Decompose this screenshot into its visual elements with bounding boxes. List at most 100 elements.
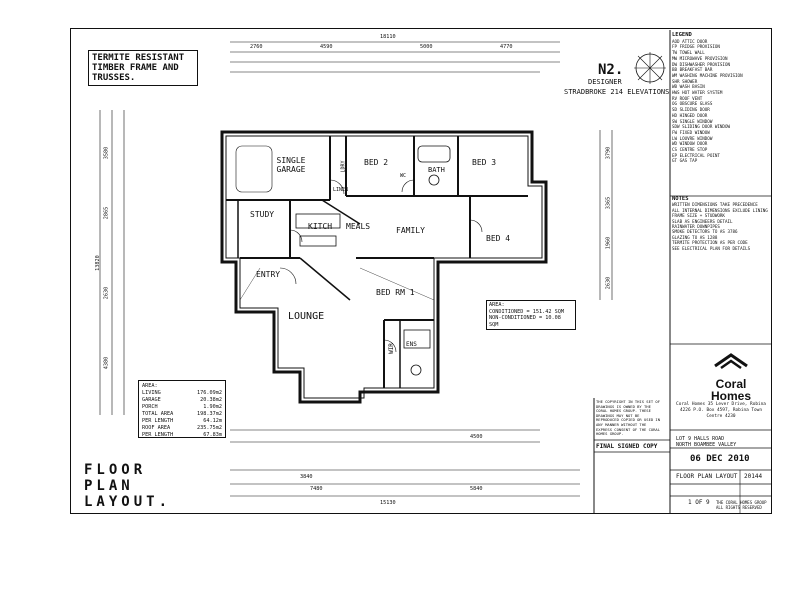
room-meals: MEALS — [346, 222, 371, 231]
area-label: TOTAL AREA — [142, 411, 174, 417]
legend-heading: LEGEND — [672, 32, 692, 38]
area-label: PORCH — [142, 404, 158, 410]
lot-line: LOT 9 HALLS ROAD — [676, 436, 725, 442]
legend-item: RV ROOF VENT — [672, 95, 703, 101]
room-entry: ENTRY — [256, 270, 281, 279]
area-value: 64.12m — [203, 418, 222, 424]
termite-note: TERMITE RESISTANT TIMBER FRAME AND TRUSS… — [88, 50, 198, 86]
legend-item: MW MICROWAVE PROVISION — [672, 55, 728, 61]
room-bath: BATH — [428, 166, 445, 174]
lot-address: LOT 9 HALLS ROAD NORTH BOAMBEE VALLEY — [676, 436, 736, 448]
legend-item: TW TOWEL WALL — [672, 50, 705, 56]
company-address: Coral Homes 35 Lever Drive, Robina 4226 … — [676, 402, 766, 419]
legend-item: SHR SHOWER — [672, 78, 698, 84]
drawing-date: 06 DEC 2010 — [690, 454, 750, 464]
company-name-1: Coral — [715, 377, 747, 391]
conditioned-line: CONDITIONED = 151.42 SQM — [489, 308, 564, 315]
dim-bottom-1: 4500 — [470, 434, 483, 440]
dim-top-4: 4770 — [500, 44, 513, 50]
company-logo: Coral Homes — [700, 352, 762, 402]
dim-bottom-overall: 15130 — [380, 500, 396, 506]
room-kitchen: KITCH — [308, 222, 333, 231]
area-label: ROOF AREA — [142, 425, 171, 431]
plan-code: N2. — [598, 62, 624, 78]
area-row: LIVING 176.09m2 — [142, 390, 222, 397]
notes-panel: NOTES WRITTEN DIMENSIONS TAKE PRECEDENCE… — [672, 196, 768, 251]
dim-right-1: 3790 — [605, 146, 612, 160]
room-study: STUDY — [250, 210, 275, 219]
dim-left-3: 2630 — [103, 286, 110, 300]
legend-item: SDW SLIDING DOOR WINDOW — [672, 124, 730, 130]
area-label: LIVING — [142, 390, 161, 396]
room-bed3: BED 3 — [472, 158, 497, 167]
non-conditioned-line: NON-CONDITIONED = 10.08 SQM — [489, 315, 561, 328]
area-label: PER LENGTH — [142, 432, 174, 438]
dim-right-3: 1960 — [605, 236, 612, 250]
legend-item: WM WASHING MACHINE PROVISION — [672, 72, 743, 78]
legend-item: WD WINDOW DOOR — [672, 141, 708, 147]
room-wir: WIR — [387, 343, 395, 354]
area-label: GARAGE — [142, 397, 161, 403]
house-logo-icon — [714, 353, 748, 370]
room-ldry: LDRY — [340, 160, 347, 173]
legend-item: SW SINGLE WINDOW — [672, 118, 713, 124]
area-value: 198.37m2 — [197, 411, 222, 417]
room-ens: ENS — [406, 341, 417, 348]
dim-top-1: 2760 — [250, 44, 263, 50]
room-bed2: BED 2 — [364, 158, 389, 167]
elevation-label: STRADBROKE 214 ELEVATIONS — [564, 88, 670, 96]
room-wc: WC — [400, 173, 407, 179]
dim-bottom-4: 7480 — [310, 486, 323, 492]
layout-label: FLOOR PLAN LAYOUT — [676, 473, 738, 480]
designer-label: DESIGNER — [588, 78, 622, 86]
note-item: WRITTEN DIMENSIONS TAKE PRECEDENCE — [672, 202, 758, 208]
conditioned-heading: AREA: — [489, 302, 505, 308]
suburb-line: NORTH BOAMBEE VALLEY — [676, 442, 737, 448]
note-item: SLAB AS ENGINEERS DETAIL — [672, 218, 733, 224]
area-heading: AREA: — [142, 383, 158, 389]
conditioned-area: AREA: CONDITIONED = 151.42 SQM NON-CONDI… — [486, 300, 576, 330]
legend-item: GT GAS TAP — [672, 158, 698, 164]
dim-bottom-2: 3840 — [300, 474, 313, 480]
legend-item: HD HINGED DOOR — [672, 112, 708, 118]
note-item: ALL INTERNAL DIMENSIONS EXCLUDE LINING — [672, 207, 768, 213]
area-row: TOTAL AREA 198.37m2 — [142, 411, 222, 418]
final-copy-label: FINAL SIGNED COPY — [596, 443, 658, 450]
dim-top-3: 5000 — [420, 44, 433, 50]
dim-left-overall: 13820 — [94, 255, 101, 271]
job-number: 20144 — [744, 473, 763, 480]
note-item: SMOKE DETECTORS TO AS 3786 — [672, 229, 738, 235]
note-item: TERMITE PROTECTION AS PER CODE — [672, 240, 748, 246]
dim-left-4: 4380 — [103, 356, 110, 370]
dim-bottom-3: 5840 — [470, 486, 483, 492]
legend-item: HWS HOT WATER SYSTEM — [672, 90, 723, 96]
legend-item: WB WASH BASIN — [672, 84, 705, 90]
legend-item: OG OBSCURE GLASS — [672, 101, 713, 107]
legend-item: BB BREAKFAST BAR — [672, 67, 713, 73]
room-bed1: BED RM 1 — [376, 288, 415, 297]
legend-item: FP FRIDGE PROVISION — [672, 44, 720, 50]
dim-left-1: 3580 — [103, 146, 110, 160]
sheet-number: 1 OF 9 — [688, 499, 710, 506]
note-item: FRAME SIZE + STUDWORK — [672, 213, 725, 219]
legend-panel: LEGEND AOD ATTIC DOOR FP FRIDGE PROVISIO… — [672, 32, 768, 164]
note-item: RAINWATER DOWNPIPES — [672, 224, 720, 230]
dim-right-4: 2630 — [605, 276, 612, 290]
copyright-note: THE COPYRIGHT IN THIS SET OF DRAWINGS IS… — [596, 399, 661, 437]
legend-item: CS CENTRE STOP — [672, 147, 708, 153]
legend-item: AOD ATTIC DOOR — [672, 38, 708, 44]
dim-right-2: 3365 — [605, 196, 612, 210]
area-value: 176.09m2 — [197, 390, 222, 396]
dim-left-2: 2865 — [103, 206, 110, 220]
room-family: FAMILY — [396, 226, 425, 235]
room-lounge: LOUNGE — [288, 311, 325, 322]
room-garage: SINGLE GARAGE — [276, 156, 306, 174]
drawing-border — [70, 28, 772, 514]
dim-top-2: 4590 — [320, 44, 333, 50]
